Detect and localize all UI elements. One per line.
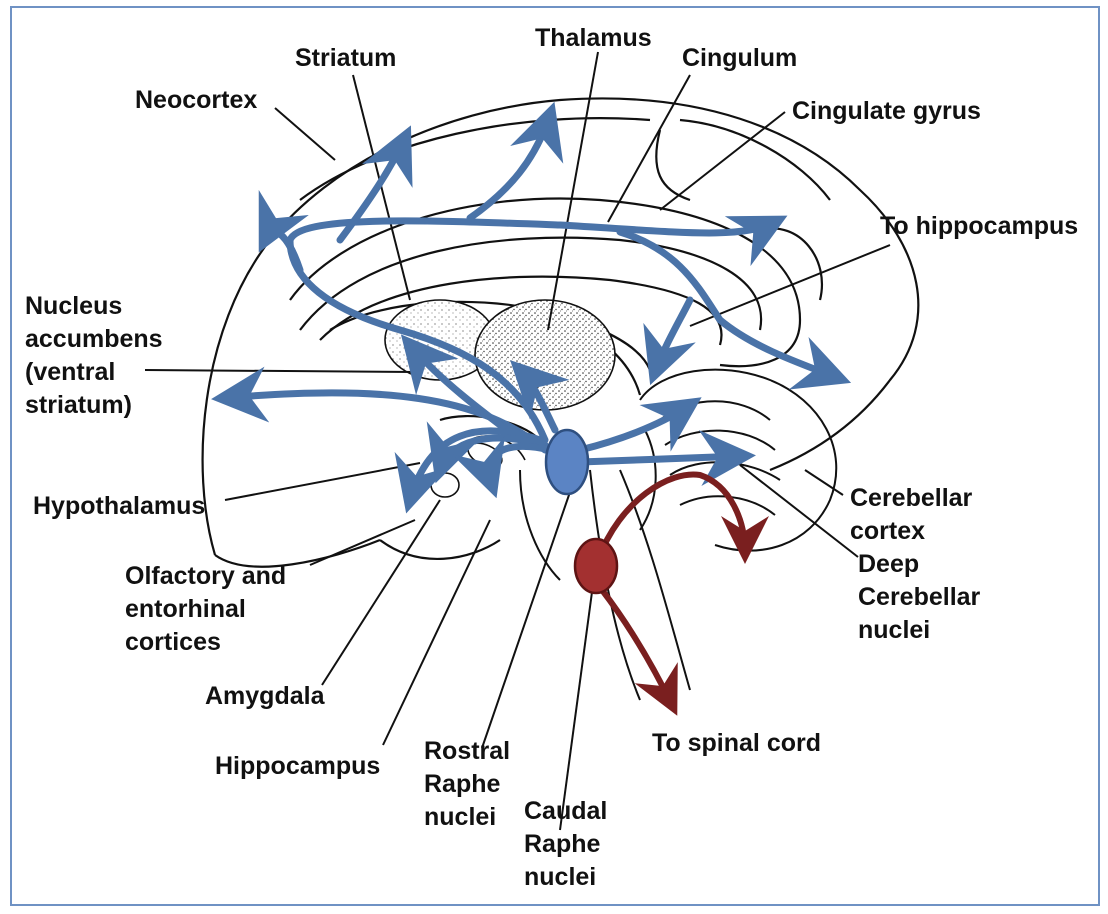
leader-cingulum	[608, 75, 690, 222]
caudal-raphe-nucleus	[575, 539, 617, 593]
leader-cingulate-gyrus	[660, 112, 785, 210]
leader-cerebellar-cortex	[805, 470, 843, 495]
projection-to-spinal-cord	[602, 590, 672, 705]
label-hypothalamus: Hypothalamus	[33, 490, 205, 523]
caudal-raphe-projections	[598, 474, 745, 705]
leader-thalamus	[548, 52, 598, 330]
label-deep-cerebellar: Deep Cerebellar nuclei	[858, 548, 980, 647]
label-amygdala: Amygdala	[205, 680, 324, 713]
label-hippocampus: Hippocampus	[215, 750, 380, 783]
projection-to-hippocampus	[655, 300, 690, 372]
projection-dorsal-up	[470, 115, 550, 218]
leader-neocortex	[275, 108, 335, 160]
projection-cerebellum-lower	[580, 456, 742, 462]
occipital-fold	[760, 228, 822, 300]
temporal-lobe	[380, 540, 500, 559]
leader-nucleus-accumbens	[145, 370, 415, 372]
label-thalamus: Thalamus	[535, 22, 652, 55]
label-striatum: Striatum	[295, 42, 396, 75]
label-olfactory: Olfactory and entorhinal cortices	[125, 560, 286, 659]
cortex-fold-2	[680, 120, 830, 200]
label-cingulate-gyrus: Cingulate gyrus	[792, 95, 981, 128]
label-neocortex: Neocortex	[135, 84, 257, 117]
leader-striatum	[353, 75, 410, 300]
thalamus-region	[475, 300, 615, 410]
projection-posterior	[620, 232, 838, 378]
leader-deep-cerebellar	[740, 465, 858, 557]
label-to-hippocampus: To hippocampus	[880, 210, 1078, 243]
leader-hypothalamus	[225, 463, 420, 500]
label-rostral-raphe: Rostral Raphe nuclei	[424, 735, 510, 834]
label-caudal-raphe: Caudal Raphe nuclei	[524, 795, 607, 894]
cortex-fold-1	[300, 118, 650, 200]
leader-rostral-raphe	[482, 492, 570, 748]
leader-olfactory	[310, 520, 415, 565]
projection-cerebellum-upper	[580, 405, 690, 450]
leader-hippocampus	[383, 520, 490, 745]
label-cingulum: Cingulum	[682, 42, 797, 75]
rostral-raphe-nucleus	[546, 430, 588, 494]
label-nucleus-accumbens: Nucleus accumbens (ventral striatum)	[25, 290, 163, 422]
label-cerebellar-cortex: Cerebellar cortex	[850, 482, 972, 548]
label-to-spinal-cord: To spinal cord	[652, 727, 821, 760]
leader-amygdala	[322, 500, 440, 685]
